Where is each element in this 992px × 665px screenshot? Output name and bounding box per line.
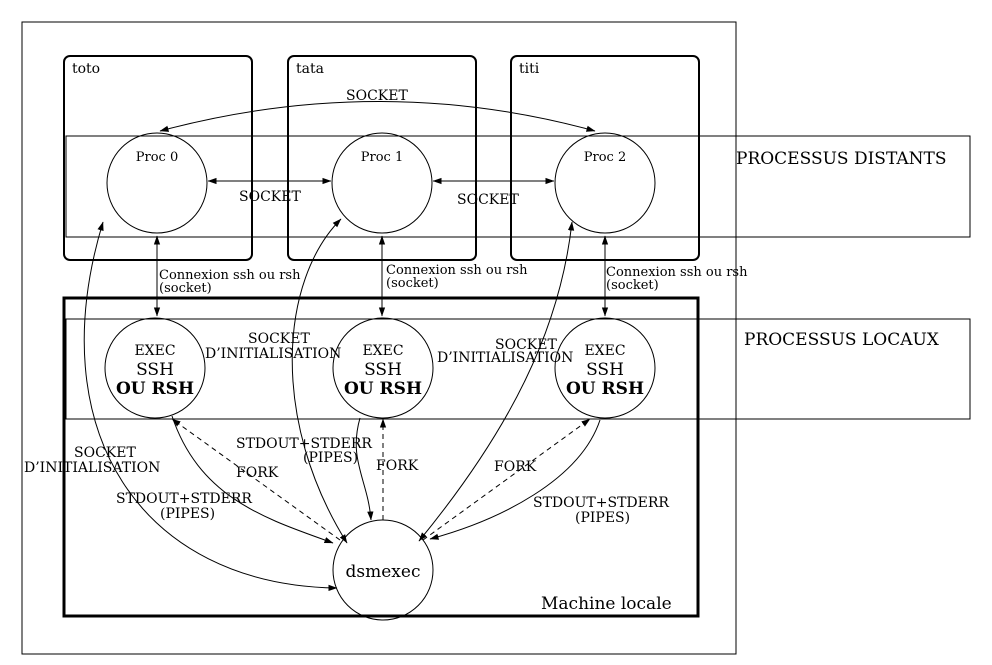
socket-init-1-line1: SOCKET: [248, 331, 310, 347]
processus-locaux-label: PROCESSUS LOCAUX: [744, 330, 940, 350]
stdout-2-line2: (PIPES): [575, 510, 630, 526]
exec-1-line1: EXEC: [362, 343, 403, 359]
fork-label-2: FORK: [494, 459, 537, 475]
host-label-titi: titi: [519, 61, 540, 77]
socket-init-arrow-0: [83, 221, 338, 592]
proc-1-label: Proc 1: [361, 150, 403, 165]
host-label-tata: tata: [296, 61, 324, 77]
fork-arrow-2: [422, 418, 591, 541]
socket-init-2-line1: SOCKET: [495, 337, 557, 353]
stdout-0-line2: (PIPES): [160, 506, 215, 522]
fork-arrow-0: [171, 418, 341, 541]
proc-1-node: [331, 132, 433, 234]
socket-init-0-line1: SOCKET: [74, 445, 136, 461]
connexion-label-2-line1: Connexion ssh ou rsh: [606, 265, 748, 280]
socket-arrow-0-2: [159, 101, 596, 132]
proc-2-node: [554, 132, 656, 234]
connexion-label-1-line2: (socket): [386, 276, 439, 291]
exec-0-line1: EXEC: [134, 343, 175, 359]
socket-label-0-1: SOCKET: [239, 189, 301, 205]
exec-2-line2: SSH: [586, 360, 624, 380]
socket-label-1-2: SOCKET: [457, 192, 519, 208]
fork-label-1: FORK: [376, 458, 419, 474]
socket-init-2-line2: D’INITIALISATION: [437, 350, 573, 366]
exec-0-line2: SSH: [136, 360, 174, 380]
stdout-arrow-0: [171, 415, 334, 544]
stdout-2-line1: STDOUT+STDERR: [533, 495, 669, 511]
exec-2-line1: EXEC: [584, 343, 625, 359]
connexion-label-0-line2: (socket): [159, 281, 212, 296]
machine-locale-label: Machine locale: [541, 594, 672, 614]
socket-init-arrow-1: [291, 218, 348, 544]
stdout-arrow-2: [429, 419, 601, 540]
exec-1-line2: SSH: [364, 360, 402, 380]
processus-distants-label: PROCESSUS DISTANTS: [736, 149, 947, 169]
stdout-arrow-1: [355, 417, 374, 521]
socket-init-1-line2: D’INITIALISATION: [205, 346, 341, 362]
exec-1-line3: OU RSH: [344, 379, 422, 399]
dsmexec-label: dsmexec: [346, 562, 421, 582]
host-label-toto: toto: [72, 61, 100, 77]
stdout-1-line2: (PIPES): [303, 450, 358, 466]
proc-0-label: Proc 0: [136, 150, 178, 165]
socket-label-top: SOCKET: [346, 88, 408, 104]
socket-init-arrow-2: [418, 221, 575, 542]
outer-frame: [21, 21, 737, 655]
fork-label-0: FORK: [236, 465, 279, 481]
proc-0-node: [106, 132, 208, 234]
stdout-1-line1: STDOUT+STDERR: [236, 436, 372, 452]
connexion-label-2-line2: (socket): [606, 278, 659, 293]
exec-2-line3: OU RSH: [566, 379, 644, 399]
exec-0-line3: OU RSH: [116, 379, 194, 399]
proc-2-label: Proc 2: [584, 150, 626, 165]
socket-init-0-line2: D’INITIALISATION: [24, 460, 160, 476]
stdout-0-line1: STDOUT+STDERR: [116, 491, 252, 507]
